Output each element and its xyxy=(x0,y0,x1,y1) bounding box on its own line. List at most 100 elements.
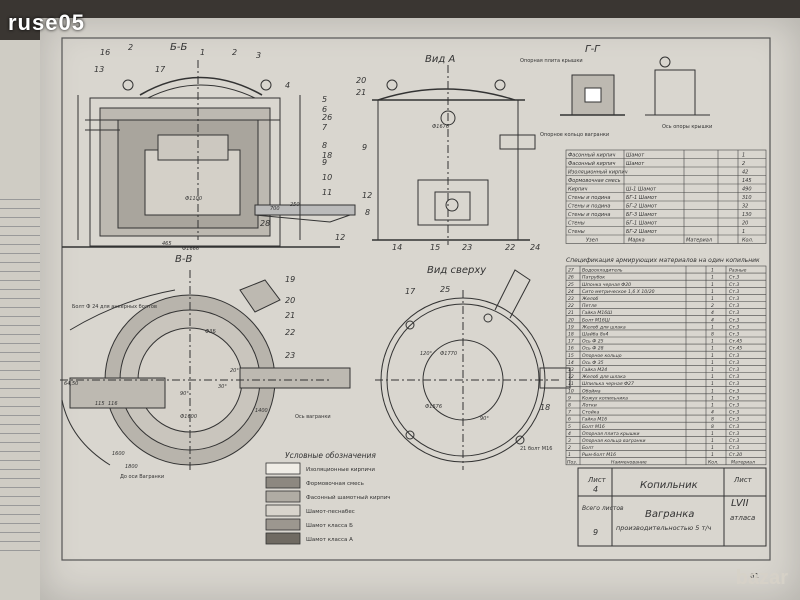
gg-note-ring: Опорное кольцо вагранки xyxy=(540,132,609,138)
callout-a: 23 xyxy=(462,243,472,252)
part-row-pos: 15 xyxy=(568,353,574,359)
part-row-material: Ст.3 xyxy=(729,424,739,430)
top-note-weld: 21 болт М16 xyxy=(520,446,552,452)
dimension-label: Ф1600 xyxy=(180,414,197,420)
callout-top: 17 xyxy=(405,287,416,296)
part-row-name: Опорная кольца вагранки xyxy=(582,438,645,444)
part-row-qty: 1 xyxy=(711,339,714,345)
part-row-material: Ст.3 xyxy=(729,282,739,288)
part-row-name: Ось Ф 28 xyxy=(582,346,604,352)
adjacent-page-row xyxy=(0,460,42,470)
part-row-pos: 23 xyxy=(568,296,574,302)
brick-row-material: БГ-2 Шамот xyxy=(626,229,658,235)
vv-note-axis: Ось вагранки xyxy=(295,414,331,420)
section-vv xyxy=(60,270,351,470)
brick-row-name: Стены xyxy=(568,229,585,235)
dimension-label: 1600 xyxy=(112,451,125,457)
brick-footer-cell: Материал xyxy=(686,238,713,244)
brick-row-name: Стены и подина xyxy=(568,204,611,210)
dimension-label: 90° xyxy=(480,416,489,422)
callout-bb: 10 xyxy=(322,173,332,182)
part-row-name: Болт М16 xyxy=(582,424,605,430)
part-row-pos: 14 xyxy=(568,360,574,366)
dimension-label: 64,50 xyxy=(64,381,78,387)
part-row-pos: 8 xyxy=(568,403,571,409)
callout-bb: 11 xyxy=(322,188,332,197)
callout-bb: 18 xyxy=(322,151,332,160)
callout-a: 20 xyxy=(356,76,366,85)
adjacent-page-row xyxy=(0,361,42,371)
part-row-material: Ст.3 xyxy=(729,438,739,444)
part-row-material: Ст.20 xyxy=(729,452,742,458)
adjacent-page-row xyxy=(0,424,42,434)
dimension-label: Ф1770 xyxy=(440,351,457,357)
brick-row-qty: 130 xyxy=(742,212,752,218)
part-row-material: Ст.3 xyxy=(729,332,739,338)
tb-name: Копильник xyxy=(640,480,698,491)
part-row-name: Обойма xyxy=(582,388,601,394)
part-row-name: Желоб для шлака xyxy=(581,374,626,380)
part-row-pos: 1 xyxy=(568,452,571,458)
vv-note-center: До оси Вагранки xyxy=(120,474,164,480)
part-row-qty: 1 xyxy=(711,360,714,366)
brick-row-name: Стены xyxy=(568,221,585,227)
legend-item: Шамот-песнабес xyxy=(306,509,355,515)
part-row-qty: 1 xyxy=(711,324,714,330)
adjacent-page-row xyxy=(0,253,42,263)
part-row-name: Петля xyxy=(582,303,597,309)
brick-row-qty: 145 xyxy=(742,178,752,184)
callout-bb: 9 xyxy=(322,158,327,167)
brick-row-name: Стены и подина xyxy=(568,212,611,218)
part-row-pos: 24 xyxy=(568,289,574,295)
callout-top: 25 xyxy=(440,285,450,294)
parts-header-cell: Материал xyxy=(731,459,755,465)
brick-row-material: БГ-1 Шамот xyxy=(626,195,658,201)
part-row-pos: 20 xyxy=(568,317,574,323)
tb-productivity: производительностью 5 т/ч xyxy=(616,524,711,532)
brick-row-qty: 42 xyxy=(742,170,748,176)
callout-bb: 8 xyxy=(322,141,327,150)
part-row-material: Ст.3 xyxy=(729,417,739,423)
part-row-name: Опорное кольцо xyxy=(582,353,622,359)
view-top-label: Вид сверху xyxy=(427,265,487,276)
part-row-name: Болт М16Ш xyxy=(582,317,610,323)
part-row-qty: 1 xyxy=(711,268,714,274)
part-row-pos: 16 xyxy=(568,346,574,352)
part-row-name: Гайка М16Ш xyxy=(582,310,612,316)
dimension-label: Ф3Б xyxy=(205,329,216,335)
tb-sheet-label: Лист xyxy=(587,476,607,484)
part-row-pos: 5 xyxy=(568,424,571,430)
part-row-name: Опорная плита крышки xyxy=(582,431,640,437)
part-row-qty: 1 xyxy=(711,431,714,437)
callout-a: 9 xyxy=(362,143,367,152)
callout-bb: 4 xyxy=(285,81,290,90)
vv-note-bolts: Болт Ф 24 для анкерных болтов xyxy=(72,304,157,310)
callout-bb: 12 xyxy=(335,233,345,242)
adjacent-page-row xyxy=(0,244,42,254)
part-row-pos: 26 xyxy=(568,275,574,281)
part-row-qty: 1 xyxy=(711,367,714,373)
part-row-qty: 1 xyxy=(711,353,714,359)
adjacent-page-row xyxy=(0,343,42,353)
dimension-label: 115 xyxy=(95,401,105,407)
brick-row-qty: 1 xyxy=(742,229,745,235)
part-row-material: Ст.3 xyxy=(729,410,739,416)
brick-row-name: Стены и подина xyxy=(568,195,611,201)
part-row-name: Стойка xyxy=(582,410,599,416)
callout-bb: 6 xyxy=(322,105,327,114)
part-row-name: Желоб xyxy=(581,296,599,302)
tb-sheet-no: 4 xyxy=(593,485,598,494)
callout-bb: 26 xyxy=(322,113,332,122)
part-row-name: Болт xyxy=(582,445,594,451)
part-row-material: Ст.3 xyxy=(729,381,739,387)
callout-bb: 5 xyxy=(322,95,327,104)
part-row-material: Ст.3 xyxy=(729,367,739,373)
parts-header-cell: Кол. xyxy=(708,459,718,465)
callout-a: 14 xyxy=(392,243,402,252)
brick-row-qty: 310 xyxy=(742,195,752,201)
adjacent-page-row xyxy=(0,334,42,344)
gg-note-plate: Опорная плита крышки xyxy=(520,58,583,64)
legend-item: Изоляционные кирпичи xyxy=(306,467,375,473)
part-row-material: Ст.3 xyxy=(729,303,739,309)
adjacent-page-row xyxy=(0,433,42,443)
